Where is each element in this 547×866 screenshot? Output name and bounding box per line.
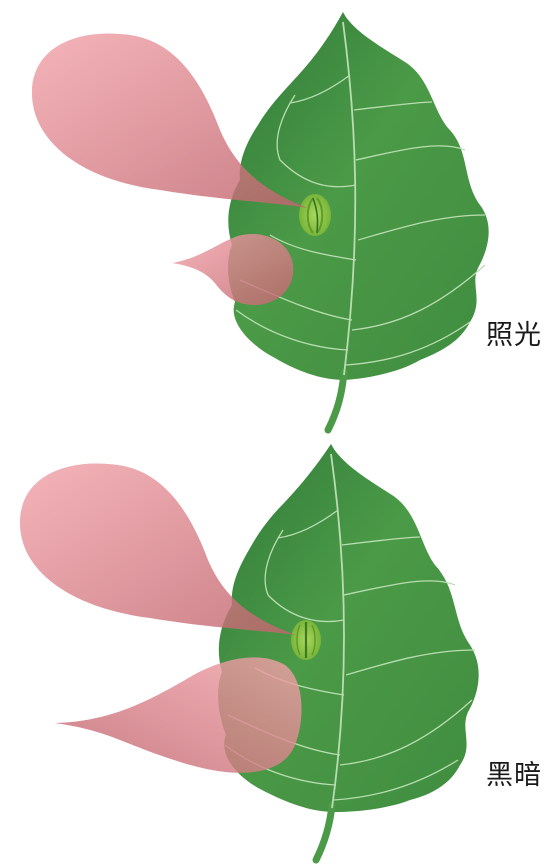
leaf-stem <box>316 805 332 860</box>
label-dark: 黑暗 <box>486 762 542 789</box>
panel-light <box>32 12 489 430</box>
balloon-small <box>172 234 293 305</box>
stoma-open <box>299 194 331 236</box>
leaf-bottom <box>218 444 479 860</box>
leaf-top <box>228 12 489 430</box>
label-light: 照光 <box>486 322 542 349</box>
stoma-closed <box>291 620 321 660</box>
panel-dark <box>20 444 479 860</box>
leaf-stem <box>328 372 344 430</box>
balloon-lower <box>55 657 302 772</box>
